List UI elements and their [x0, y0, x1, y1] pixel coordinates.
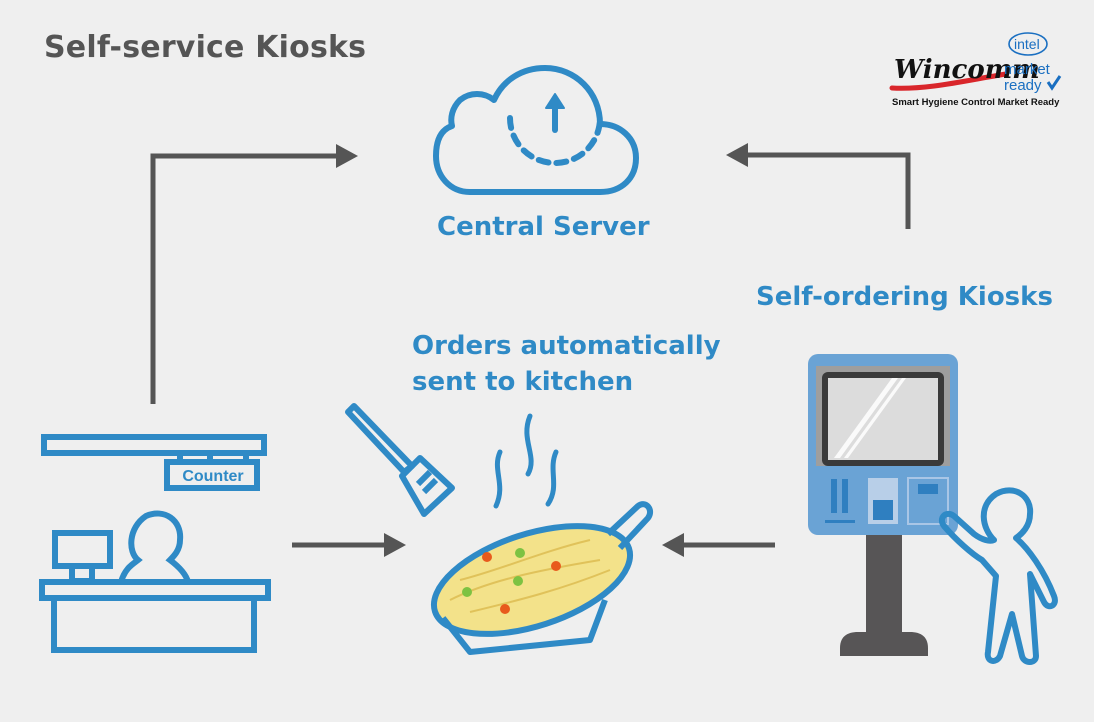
self-ordering-kiosks-label: Self-ordering Kiosks — [756, 282, 1053, 312]
cloud-upload-icon — [433, 65, 639, 195]
counter-sign-label: Counter — [182, 468, 243, 485]
arrow-counter-to-server — [150, 144, 358, 404]
pea — [513, 576, 523, 586]
ready-text: ready — [1004, 77, 1042, 94]
page-title: Self-service Kiosks — [44, 30, 367, 65]
market-text: market — [1004, 61, 1051, 78]
logo: Wincomm intel market ready — [888, 30, 1068, 112]
person-icon — [938, 487, 1058, 665]
arrow-kiosk-to-kitchen — [662, 533, 775, 557]
pea — [462, 587, 472, 597]
steam-icon — [493, 413, 559, 509]
carrot-piece — [551, 561, 561, 571]
checkmark-icon — [1046, 75, 1062, 91]
kitchen-label: Orders automatically sent to kitchen — [412, 328, 721, 400]
kiosk-icon — [808, 354, 958, 656]
counter-desk-icon — [39, 434, 271, 653]
pea — [515, 548, 525, 558]
wincomm-wordmark: Wincomm — [894, 55, 1040, 85]
kitchen-label-line2: sent to kitchen — [412, 367, 634, 397]
spatula-icon — [345, 403, 455, 517]
wincomm-logo-mark: Wincomm intel market ready — [889, 32, 1062, 94]
central-server-label: Central Server — [437, 212, 650, 242]
carrot-piece — [482, 552, 492, 562]
logo-caption: Smart Hygiene Control Market Ready — [892, 97, 1060, 108]
carrot-piece — [500, 604, 510, 614]
arrow-counter-to-kitchen — [292, 533, 406, 557]
arrow-kiosk-to-server — [726, 143, 911, 229]
kitchen-label-line1: Orders automatically — [412, 331, 721, 361]
frying-pan-icon — [430, 501, 654, 655]
intel-wordmark: intel — [1014, 36, 1040, 52]
